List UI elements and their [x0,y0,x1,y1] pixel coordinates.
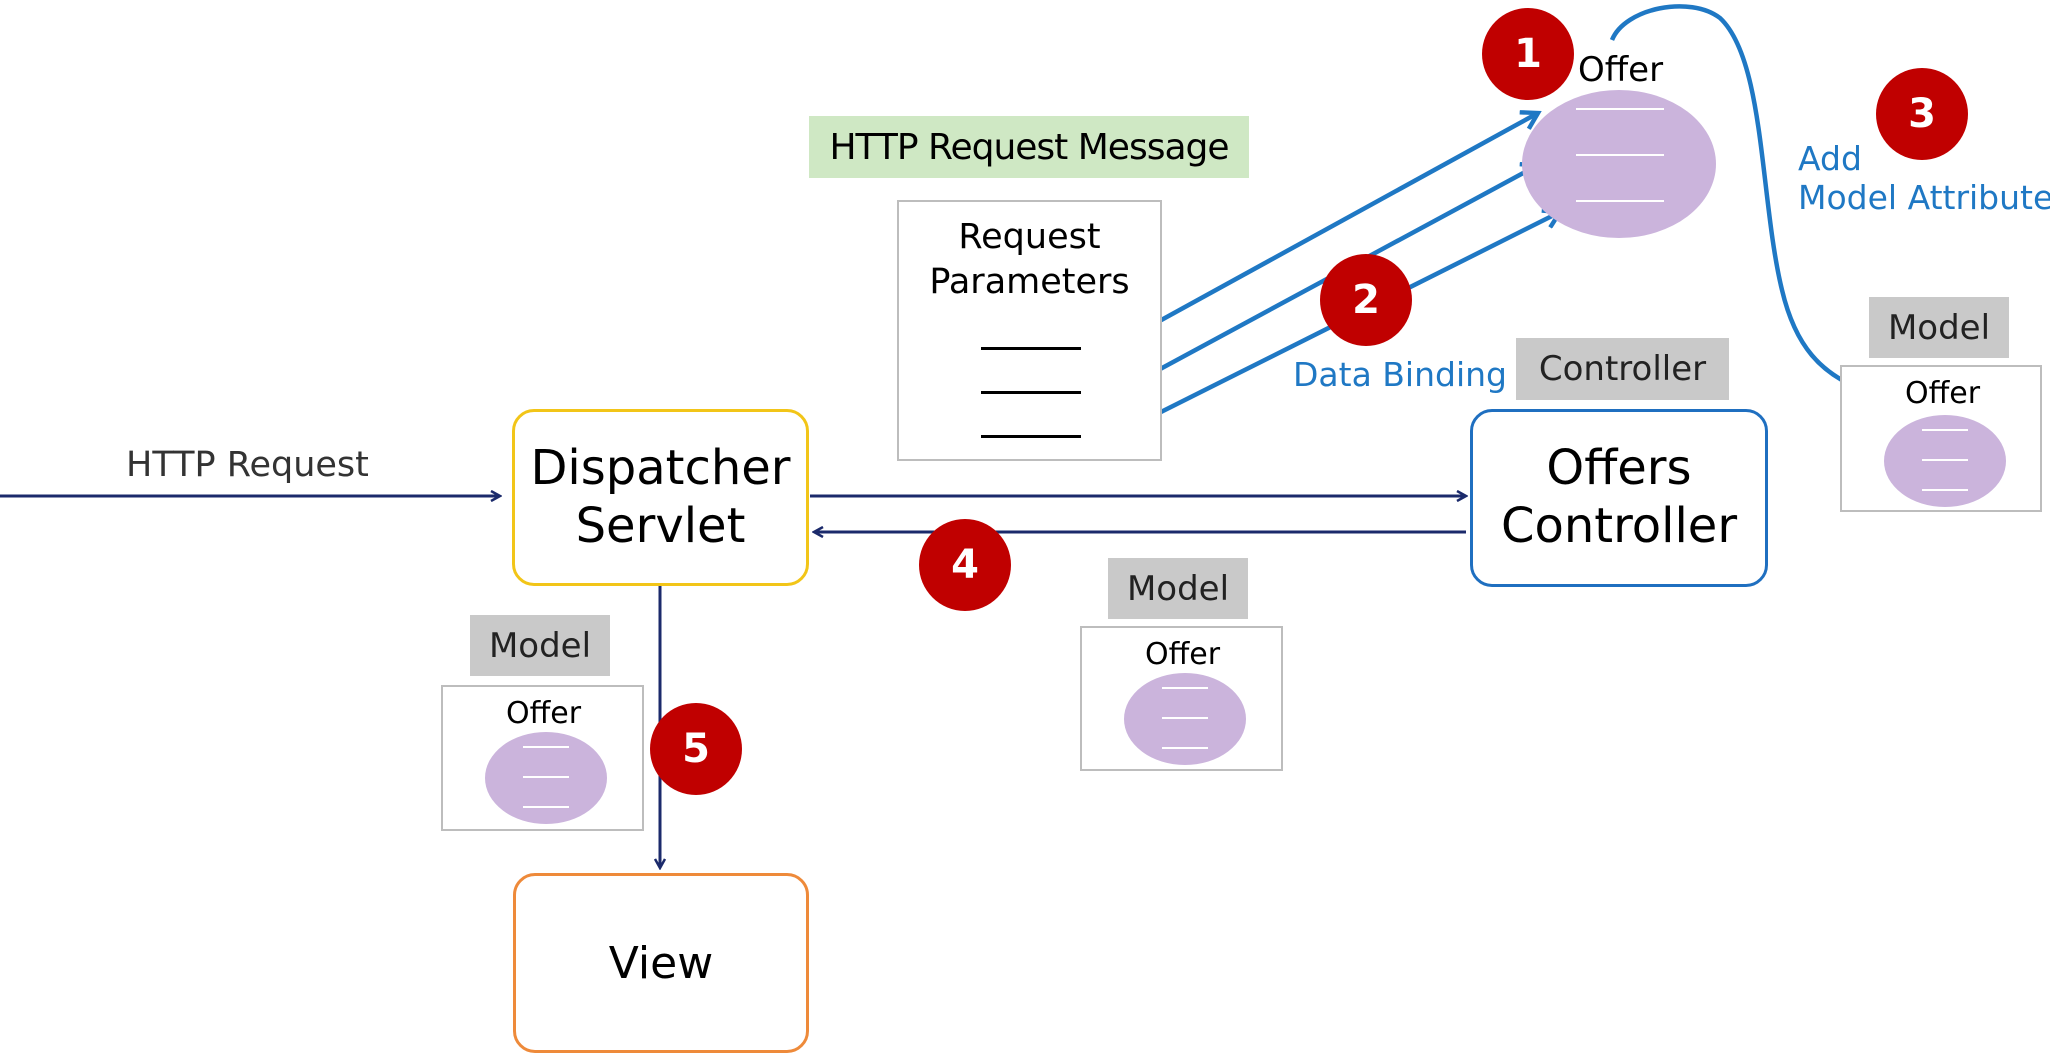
param-line-1 [981,347,1081,350]
binding-arrow-1 [1123,113,1538,342]
step-badge-3: 3 [1876,68,1968,160]
offer-object-right [1884,415,2006,507]
http-message-tag: HTTP Request Message [809,116,1249,178]
offer-object-top [1522,90,1716,238]
view-box[interactable]: View [513,873,809,1053]
step-badge-4: 4 [919,519,1011,611]
offer-title-left: Offer [506,696,582,731]
add-model-attribute-arrow [1609,4,1868,392]
dispatcher-servlet-box[interactable]: Dispatcher Servlet [512,409,809,586]
dispatcher-line-2: Servlet [575,497,746,554]
offer-title-right: Offer [1905,376,1981,411]
model-panel-right: Offer [1840,365,2042,512]
offers-controller-line-2: Controller [1500,498,1738,554]
offer-object-left [485,732,607,824]
model-tag-left: Model [470,615,610,676]
data-binding-label: Data Binding [1293,355,1507,394]
request-parameters-line-1: Request [958,217,1101,257]
model-panel-left: Offer [441,685,644,831]
add-model-attribute-line-1: Add [1798,139,1862,178]
offers-controller-box[interactable]: Offers Controller [1470,409,1768,587]
offer-object-middle [1124,673,1246,765]
model-panel-middle: Offer [1080,626,1283,771]
step-badge-2: 2 [1320,254,1412,346]
add-model-attribute-line-2: Model Attribute [1798,178,2050,217]
model-tag-right: Model [1869,297,2009,358]
offer-title-middle: Offer [1145,637,1221,672]
param-line-3 [981,435,1081,438]
dispatcher-line-1: Dispatcher [530,439,791,496]
step-badge-5: 5 [650,703,742,795]
view-label: View [608,937,714,989]
controller-tag: Controller [1516,338,1729,400]
request-parameters-panel: Request Parameters [897,200,1162,461]
model-tag-middle: Model [1108,558,1248,619]
request-parameters-line-2: Parameters [929,262,1130,302]
http-request-label: HTTP Request [126,445,369,485]
offers-controller-line-1: Offers [1546,440,1692,497]
param-line-2 [981,391,1081,394]
offer-title-top: Offer [1578,50,1664,90]
step-badge-1: 1 [1482,8,1574,100]
